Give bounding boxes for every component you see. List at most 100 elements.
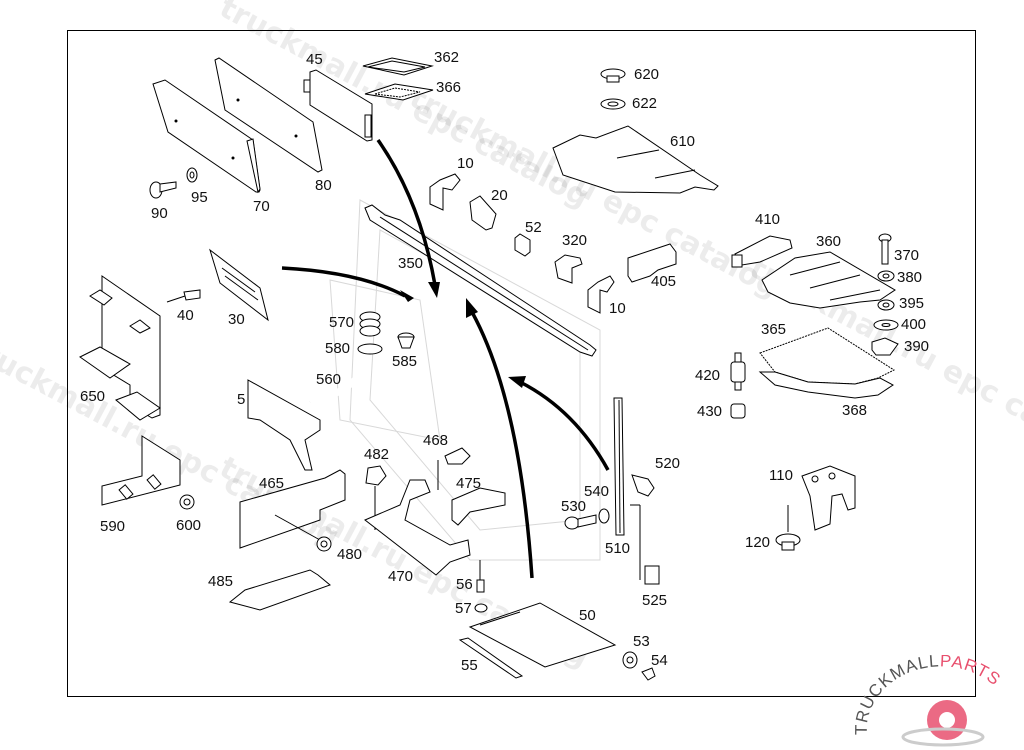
part-label-525[interactable]: 525 <box>642 592 668 609</box>
part-label-430[interactable]: 430 <box>697 403 723 420</box>
part-368-plate <box>758 371 894 399</box>
part-390-clip <box>871 337 899 356</box>
part-40-rivet <box>166 289 201 303</box>
diagram-frame <box>67 30 976 697</box>
part-56-pin <box>476 560 485 593</box>
part-label-80[interactable]: 80 <box>315 177 332 194</box>
part-label-10-a[interactable]: 10 <box>457 155 474 172</box>
part-label-320[interactable]: 320 <box>562 232 588 249</box>
part-label-520[interactable]: 520 <box>655 455 681 472</box>
part-label-560[interactable]: 560 <box>316 371 342 388</box>
part-90-bolt <box>149 181 177 199</box>
part-label-53[interactable]: 53 <box>633 633 650 650</box>
part-320-bracket <box>554 254 583 284</box>
part-label-54[interactable]: 54 <box>651 652 668 669</box>
part-20-clip <box>469 195 497 231</box>
part-label-405[interactable]: 405 <box>651 273 677 290</box>
part-label-600[interactable]: 600 <box>176 517 202 534</box>
part-label-530[interactable]: 530 <box>561 498 587 515</box>
part-label-570[interactable]: 570 <box>329 314 355 331</box>
part-label-360[interactable]: 360 <box>816 233 842 250</box>
part-620-nut <box>600 68 626 83</box>
part-label-420[interactable]: 420 <box>695 367 721 384</box>
part-label-20[interactable]: 20 <box>491 187 508 204</box>
part-label-110[interactable]: 110 <box>769 467 793 484</box>
part-label-30[interactable]: 30 <box>228 311 245 328</box>
part-label-95[interactable]: 95 <box>191 189 208 206</box>
part-label-470[interactable]: 470 <box>388 568 414 585</box>
part-label-57[interactable]: 57 <box>455 600 472 617</box>
part-570-bellow <box>359 311 381 337</box>
part-350-rail <box>364 204 597 357</box>
part-540-washer <box>598 508 610 524</box>
part-label-55[interactable]: 55 <box>461 657 478 674</box>
logo-text-parts: PARTS <box>940 655 1005 689</box>
part-52-clip <box>514 233 531 257</box>
part-label-5[interactable]: 5 <box>237 391 246 408</box>
part-label-362[interactable]: 362 <box>434 49 460 66</box>
gear-icon <box>901 700 985 747</box>
part-362-gasket <box>362 57 434 76</box>
part-label-70[interactable]: 70 <box>253 198 270 215</box>
part-label-622[interactable]: 622 <box>632 95 658 112</box>
part-label-610[interactable]: 610 <box>670 133 696 150</box>
part-label-56[interactable]: 56 <box>456 576 473 593</box>
part-label-585[interactable]: 585 <box>392 353 418 370</box>
part-label-465[interactable]: 465 <box>259 475 285 492</box>
part-label-40[interactable]: 40 <box>177 307 194 324</box>
assembly-arrows <box>281 138 610 579</box>
part-label-482[interactable]: 482 <box>364 446 390 463</box>
part-370-bolt <box>878 233 892 265</box>
part-label-366[interactable]: 366 <box>436 79 462 96</box>
part-54-screw <box>641 667 656 681</box>
part-560-hose <box>309 359 366 406</box>
part-label-468[interactable]: 468 <box>423 432 449 449</box>
part-5-bracket <box>247 379 321 471</box>
part-580-clamp <box>357 343 383 355</box>
part-610-plate <box>552 125 719 194</box>
part-650-bracket <box>79 275 161 421</box>
part-405-bracket <box>627 243 677 283</box>
part-label-90[interactable]: 90 <box>151 205 168 222</box>
part-label-485[interactable]: 485 <box>208 573 234 590</box>
part-label-395[interactable]: 395 <box>899 295 925 312</box>
part-label-120[interactable]: 120 <box>745 534 771 551</box>
part-label-45[interactable]: 45 <box>306 51 323 68</box>
part-label-10-b[interactable]: 10 <box>609 300 626 317</box>
part-label-590[interactable]: 590 <box>100 518 126 535</box>
part-label-52[interactable]: 52 <box>525 219 542 236</box>
part-53-washer <box>622 651 638 669</box>
part-label-475[interactable]: 475 <box>456 475 482 492</box>
part-label-390[interactable]: 390 <box>904 338 930 355</box>
part-label-620[interactable]: 620 <box>634 66 660 83</box>
part-label-365[interactable]: 365 <box>761 321 787 338</box>
part-10-bracket-a <box>429 173 461 211</box>
part-label-400[interactable]: 400 <box>901 316 927 333</box>
part-395-washer <box>877 299 895 311</box>
part-520-bolt <box>631 474 655 497</box>
part-475-bracket <box>451 487 506 526</box>
part-366-grille <box>364 83 434 101</box>
part-510-column <box>613 397 625 536</box>
part-485-bracket <box>228 569 331 611</box>
part-label-410[interactable]: 410 <box>755 211 781 228</box>
part-label-650[interactable]: 650 <box>80 388 106 405</box>
part-label-370[interactable]: 370 <box>894 247 920 264</box>
part-525-clip <box>630 504 660 585</box>
part-80-plate <box>214 57 323 173</box>
part-110-bracket <box>801 465 856 531</box>
part-label-368[interactable]: 368 <box>842 402 868 419</box>
part-label-380[interactable]: 380 <box>897 269 923 286</box>
part-label-510[interactable]: 510 <box>605 540 631 557</box>
part-480-nut <box>274 514 332 552</box>
part-label-50[interactable]: 50 <box>579 607 596 624</box>
part-468-bolt <box>437 447 471 490</box>
part-600-nut <box>179 494 195 510</box>
part-label-540[interactable]: 540 <box>584 483 610 500</box>
part-label-480[interactable]: 480 <box>337 546 363 563</box>
part-label-350[interactable]: 350 <box>398 255 424 272</box>
part-label-580[interactable]: 580 <box>325 340 351 357</box>
part-465-bracket <box>239 469 346 549</box>
